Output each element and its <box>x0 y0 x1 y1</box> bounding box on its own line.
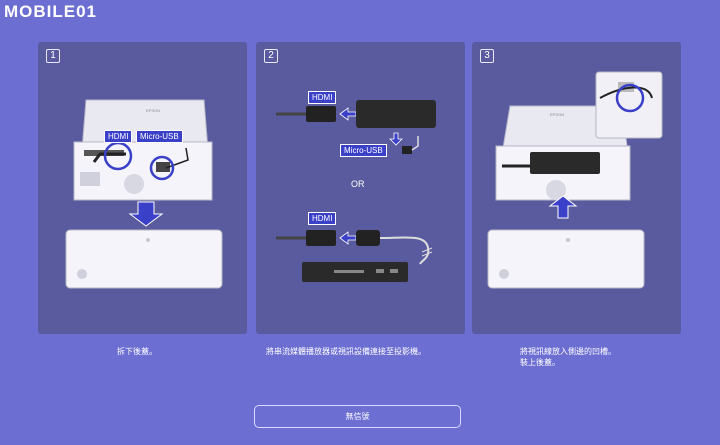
micro-usb-label: Micro-USB <box>136 130 183 143</box>
step-1-panel: 1 EPSON HDMI Micro-USB <box>38 42 247 334</box>
remove-cover-illustration: EPSON <box>65 99 223 289</box>
step-3-caption-line-2: 裝上後蓋。 <box>520 358 560 367</box>
svg-text:EPSON: EPSON <box>550 112 564 117</box>
micro-usb-label: Micro-USB <box>340 144 387 157</box>
step-number-2: 2 <box>264 49 278 63</box>
hdmi-label-bottom: HDMI <box>308 212 337 225</box>
step-2-panel: 2 HDMI Micro-USB OR HDMI <box>256 42 465 334</box>
connect-device-illustration <box>276 100 436 282</box>
step-number-3: 3 <box>480 49 494 63</box>
step-3-panel: 3 EPSON <box>472 42 681 334</box>
step-1-caption: 拆下後蓋。 <box>117 347 157 356</box>
step-2-caption: 將串流媒體播放器或視訊設備連接至投影機。 <box>266 347 426 356</box>
attach-cover-illustration: EPSON <box>487 71 663 289</box>
step-number-1: 1 <box>46 49 60 63</box>
or-text: OR <box>351 179 365 189</box>
mobile01-watermark: MOBILE01 <box>4 2 98 21</box>
hdmi-label-top: HDMI <box>308 91 337 104</box>
hdmi-label: HDMI <box>104 130 133 143</box>
svg-text:EPSON: EPSON <box>146 108 160 113</box>
step-3-caption-line-1: 將視訊線放入側邊的凹槽。 <box>520 347 616 356</box>
no-signal-button[interactable]: 無信號 <box>254 405 461 428</box>
step-3-caption: 將視訊線放入側邊的凹槽。 裝上後蓋。 <box>520 346 616 368</box>
